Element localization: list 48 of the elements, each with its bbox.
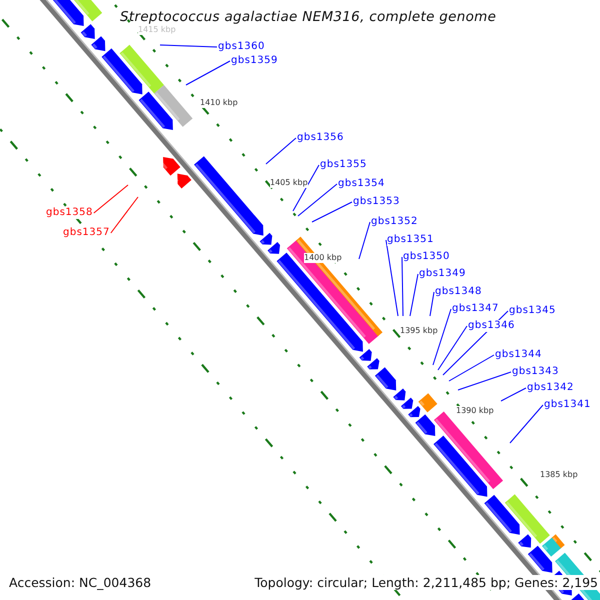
- leader-line: [110, 196, 138, 234]
- scale-label: 1400 kbp: [304, 253, 342, 263]
- leader-line: [386, 240, 398, 316]
- gene-label: gbs1350: [403, 251, 450, 263]
- gene-label: gbs1348: [435, 286, 482, 298]
- accession-text: Accession: NC_004368: [9, 575, 152, 590]
- scale-label: 1395 kbp: [400, 326, 438, 336]
- scale-label: 1410 kbp: [200, 98, 238, 108]
- leader-line: [186, 60, 230, 86]
- gene-label: gbs1341: [544, 399, 591, 411]
- leader-line: [402, 256, 404, 316]
- leader-line: [410, 274, 418, 316]
- gene-label: gbs1345: [509, 305, 556, 317]
- leader-line: [312, 202, 352, 222]
- gene-label: gbs1357: [63, 227, 110, 239]
- gene-label: gbs1346: [468, 320, 515, 332]
- gene-label: gbs1360: [218, 41, 265, 53]
- gene-label: gbs1354: [338, 178, 385, 190]
- gene-label: gbs1344: [495, 349, 542, 361]
- scale-label: 1390 kbp: [456, 406, 494, 416]
- leader-line: [160, 44, 218, 48]
- leader-line: [298, 184, 338, 216]
- map-title: Streptococcus agalactiae NEM316, complete genome: [120, 9, 496, 25]
- leader-line: [358, 222, 370, 260]
- leader-line: [292, 164, 320, 212]
- gene-label: gbs1347: [452, 303, 499, 315]
- gene-label: gbs1353: [353, 196, 400, 208]
- leader-line: [266, 138, 296, 164]
- gene-label: gbs1356: [297, 132, 344, 144]
- leader-line: [430, 292, 434, 316]
- gene-label: gbs1359: [231, 55, 278, 67]
- leader-line: [448, 354, 494, 382]
- scale-label: 1405 kbp: [270, 178, 308, 188]
- gene-label: gbs1349: [419, 268, 466, 280]
- scale-label: 1385 kbp: [540, 470, 578, 480]
- leader-line: [458, 372, 512, 390]
- leader-line: [438, 326, 468, 370]
- gene-label: gbs1343: [512, 366, 559, 378]
- leader-line: [432, 308, 452, 366]
- gene-label: gbs1351: [387, 234, 434, 246]
- leader-line: [510, 404, 544, 444]
- leader-line: [93, 184, 128, 214]
- gene-label: gbs1352: [371, 216, 418, 228]
- gene-label: gbs1342: [527, 382, 574, 394]
- gene-label: gbs1355: [320, 159, 367, 171]
- scale-label: 1415 kbp: [138, 25, 176, 35]
- gene-label: gbs1358: [46, 207, 93, 219]
- leader-line: [500, 388, 526, 402]
